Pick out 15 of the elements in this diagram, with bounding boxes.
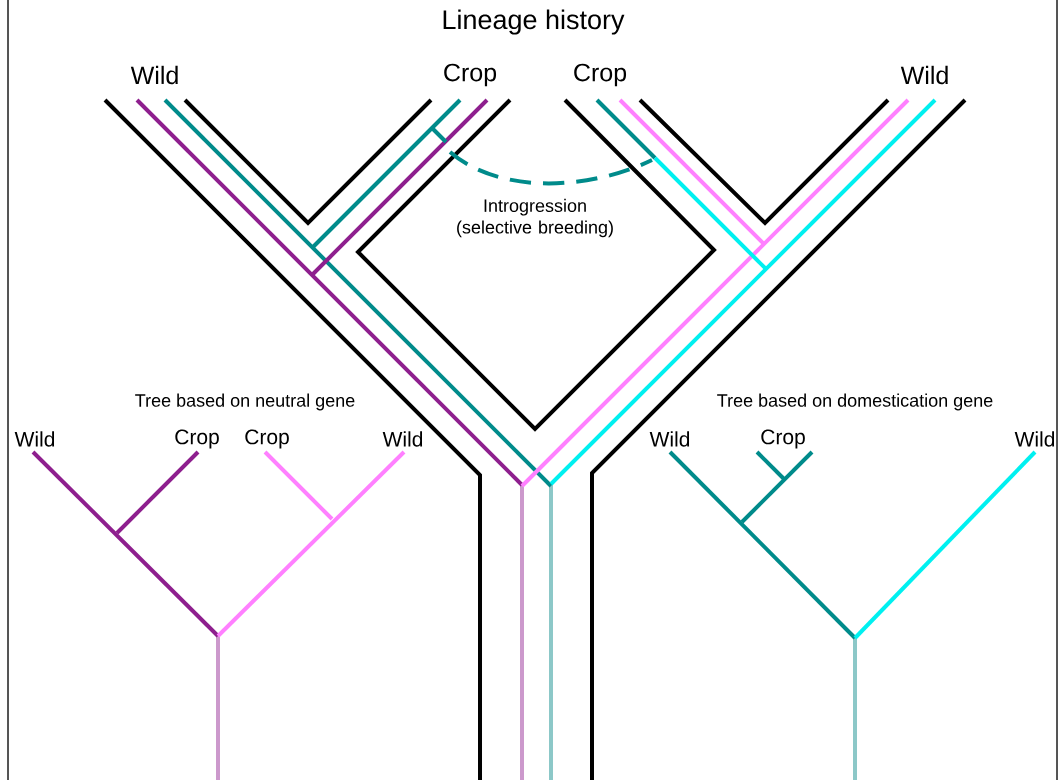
tip-label: Wild [649, 431, 690, 447]
tip-label: Wild [382, 431, 423, 447]
tip-label: Wild [130, 65, 178, 85]
tip-label: Crop [761, 429, 805, 449]
tip-label: Wild [14, 431, 55, 447]
tip-label: Crop [245, 429, 289, 449]
tree-caption: Tree based on neutral gene [135, 393, 355, 411]
tip-label: Crop [444, 63, 497, 87]
tip-label: Crop [175, 429, 219, 449]
tip-label: Wild [1014, 431, 1055, 447]
title: Lineage history [443, 9, 625, 35]
tip-label: Crop [574, 63, 627, 87]
tip-label: Wild [900, 65, 948, 85]
annotation-text: Introgression (selective breeding) [457, 198, 613, 238]
tree-caption: Tree based on domestication gene [717, 393, 993, 411]
